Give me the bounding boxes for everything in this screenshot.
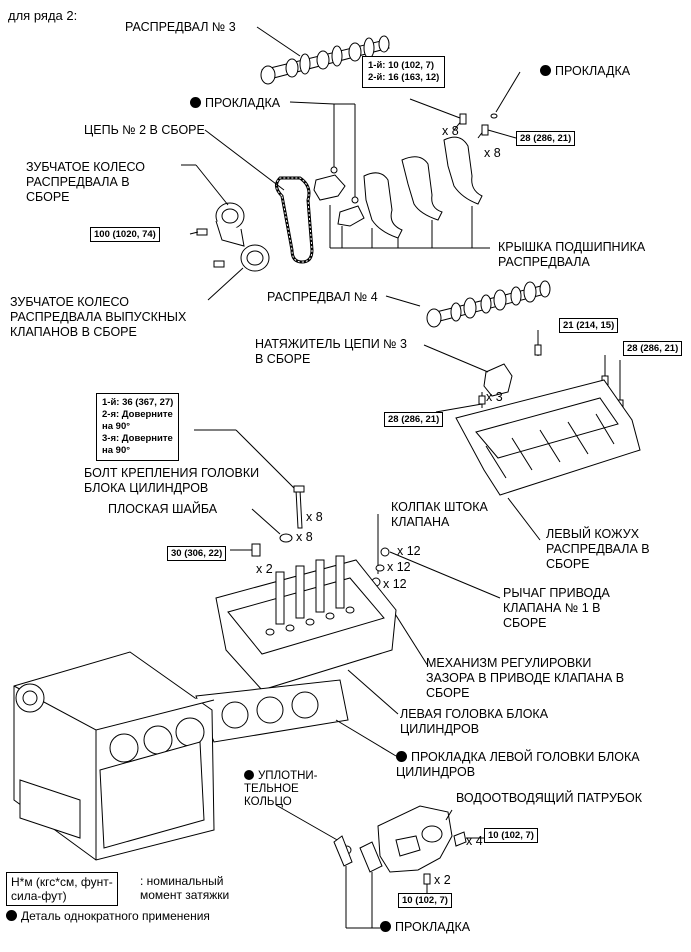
label-tensioner-3: НАТЯЖИТЕЛЬ ЦЕПИ № 3 В СБОРЕ — [255, 337, 408, 366]
label-gasket-top: ПРОКЛАДКА — [190, 96, 280, 111]
left-cylinder-head-part — [215, 555, 397, 691]
tensioner-3-part — [483, 363, 513, 397]
torque-21: 21 (214, 15) — [559, 318, 619, 333]
label-camshaft-3: РАСПРЕДВАЛ № 3 — [125, 20, 236, 34]
single-use-icon — [396, 751, 407, 762]
qty-water-bolts-a: x 4 — [466, 834, 483, 848]
torque-28-left: 28 (286, 21) — [384, 412, 444, 427]
single-use-icon — [244, 770, 254, 780]
label-rocker: РЫЧАГ ПРИВОДА КЛАПАНА № 1 В СБОРЕ — [503, 586, 610, 630]
qty-cap-studs: x 8 — [484, 146, 501, 160]
single-use-icon — [6, 910, 17, 921]
label-camshaft-4: РАСПРЕДВАЛ № 4 — [267, 290, 378, 304]
qty-t30-bolts: x 2 — [256, 562, 273, 576]
label-head-gasket: ПРОКЛАДКА ЛЕВОЙ ГОЛОВКИ БЛОКА ЦИЛИНДРОВ — [396, 750, 640, 779]
engine-block-part — [13, 651, 215, 861]
torque-10-a: 10 (102, 7) — [484, 828, 538, 843]
water-outlet-part — [377, 805, 453, 873]
left-camshaft-housing-part — [455, 379, 641, 496]
label-valve-cap: КОЛПАК ШТОКА КЛАПАНА — [391, 500, 488, 529]
single-use-icon — [380, 921, 391, 932]
legend-single-use: Деталь однократного применения — [6, 909, 210, 924]
chain-2-part — [275, 176, 314, 264]
label-left-head: ЛЕВАЯ ГОЛОВКА БЛОКА ЦИЛИНДРОВ — [400, 707, 549, 736]
torque-head-bolt: 1-й: 36 (367, 27) 2-я: Доверните на 90° … — [96, 393, 180, 461]
torque-30: 30 (306, 22) — [167, 546, 227, 561]
legend-torque-unit: Н*м (кгс*см, фунт- сила-фут) — [6, 872, 118, 906]
qty-cap-bolts: x 8 — [442, 124, 459, 138]
qty-tensioner-bolts: x 3 — [486, 390, 503, 404]
torque-100: 100 (1020, 74) — [90, 227, 160, 242]
camshaft-4-part — [426, 280, 551, 328]
torque-28-top: 28 (286, 21) — [516, 131, 576, 146]
label-gasket-topright: ПРОКЛАДКА — [540, 64, 630, 79]
torque-cap-bolt: 1-й: 10 (102, 7) 2-й: 16 (163, 12) — [362, 56, 446, 88]
label-gasket-bottom: ПРОКЛАДКА — [380, 920, 470, 935]
qty-water-bolts-b: x 2 — [434, 873, 451, 887]
single-use-icon — [540, 65, 551, 76]
qty-head-bolts: x 8 — [306, 510, 323, 524]
single-use-icon — [190, 97, 201, 108]
label-head-bolt: БОЛТ КРЕПЛЕНИЯ ГОЛОВКИ БЛОКА ЦИЛИНДРОВ — [84, 466, 260, 495]
qty-valve-caps: x 12 — [397, 544, 421, 558]
page-header: для ряда 2: — [8, 8, 78, 23]
legend-torque-desc: : номинальный момент затяжки — [140, 874, 230, 902]
torque-10-b: 10 (102, 7) — [398, 893, 452, 908]
qty-rockers: x 12 — [387, 560, 411, 574]
head-gasket-part — [195, 679, 349, 743]
label-flat-washer: ПЛОСКАЯ ШАЙБА — [108, 502, 218, 516]
label-bearing-cap: КРЫШКА ПОДШИПНИКА РАСПРЕДВАЛА — [498, 240, 646, 269]
label-left-housing: ЛЕВЫЙ КОЖУХ РАСПРЕДВАЛА В СБОРЕ — [546, 527, 650, 571]
qty-adjusters: x 12 — [383, 577, 407, 591]
bearing-caps-part — [313, 136, 483, 239]
label-oring: УПЛОТНИ- ТЕЛЬНОЕ КОЛЬЦО — [244, 770, 318, 808]
label-chain-2: ЦЕПЬ № 2 В СБОРЕ — [84, 123, 205, 137]
label-exhaust-sprocket: ЗУБЧАТОЕ КОЛЕСО РАСПРЕДВАЛА ВЫПУСКНЫХ КЛ… — [10, 295, 187, 339]
qty-washers: x 8 — [296, 530, 313, 544]
label-lash-adjuster: МЕХАНИЗМ РЕГУЛИРОВКИ ЗАЗОРА В ПРИВОДЕ КЛ… — [426, 656, 625, 700]
cam-sprocket-part — [215, 202, 270, 272]
label-cam-sprocket: ЗУБЧАТОЕ КОЛЕСО РАСПРЕДВАЛА В СБОРЕ — [26, 160, 146, 204]
torque-28-right: 28 (286, 21) — [623, 341, 683, 356]
label-water-outlet: ВОДООТВОДЯЩИЙ ПАТРУБОК — [456, 791, 642, 805]
